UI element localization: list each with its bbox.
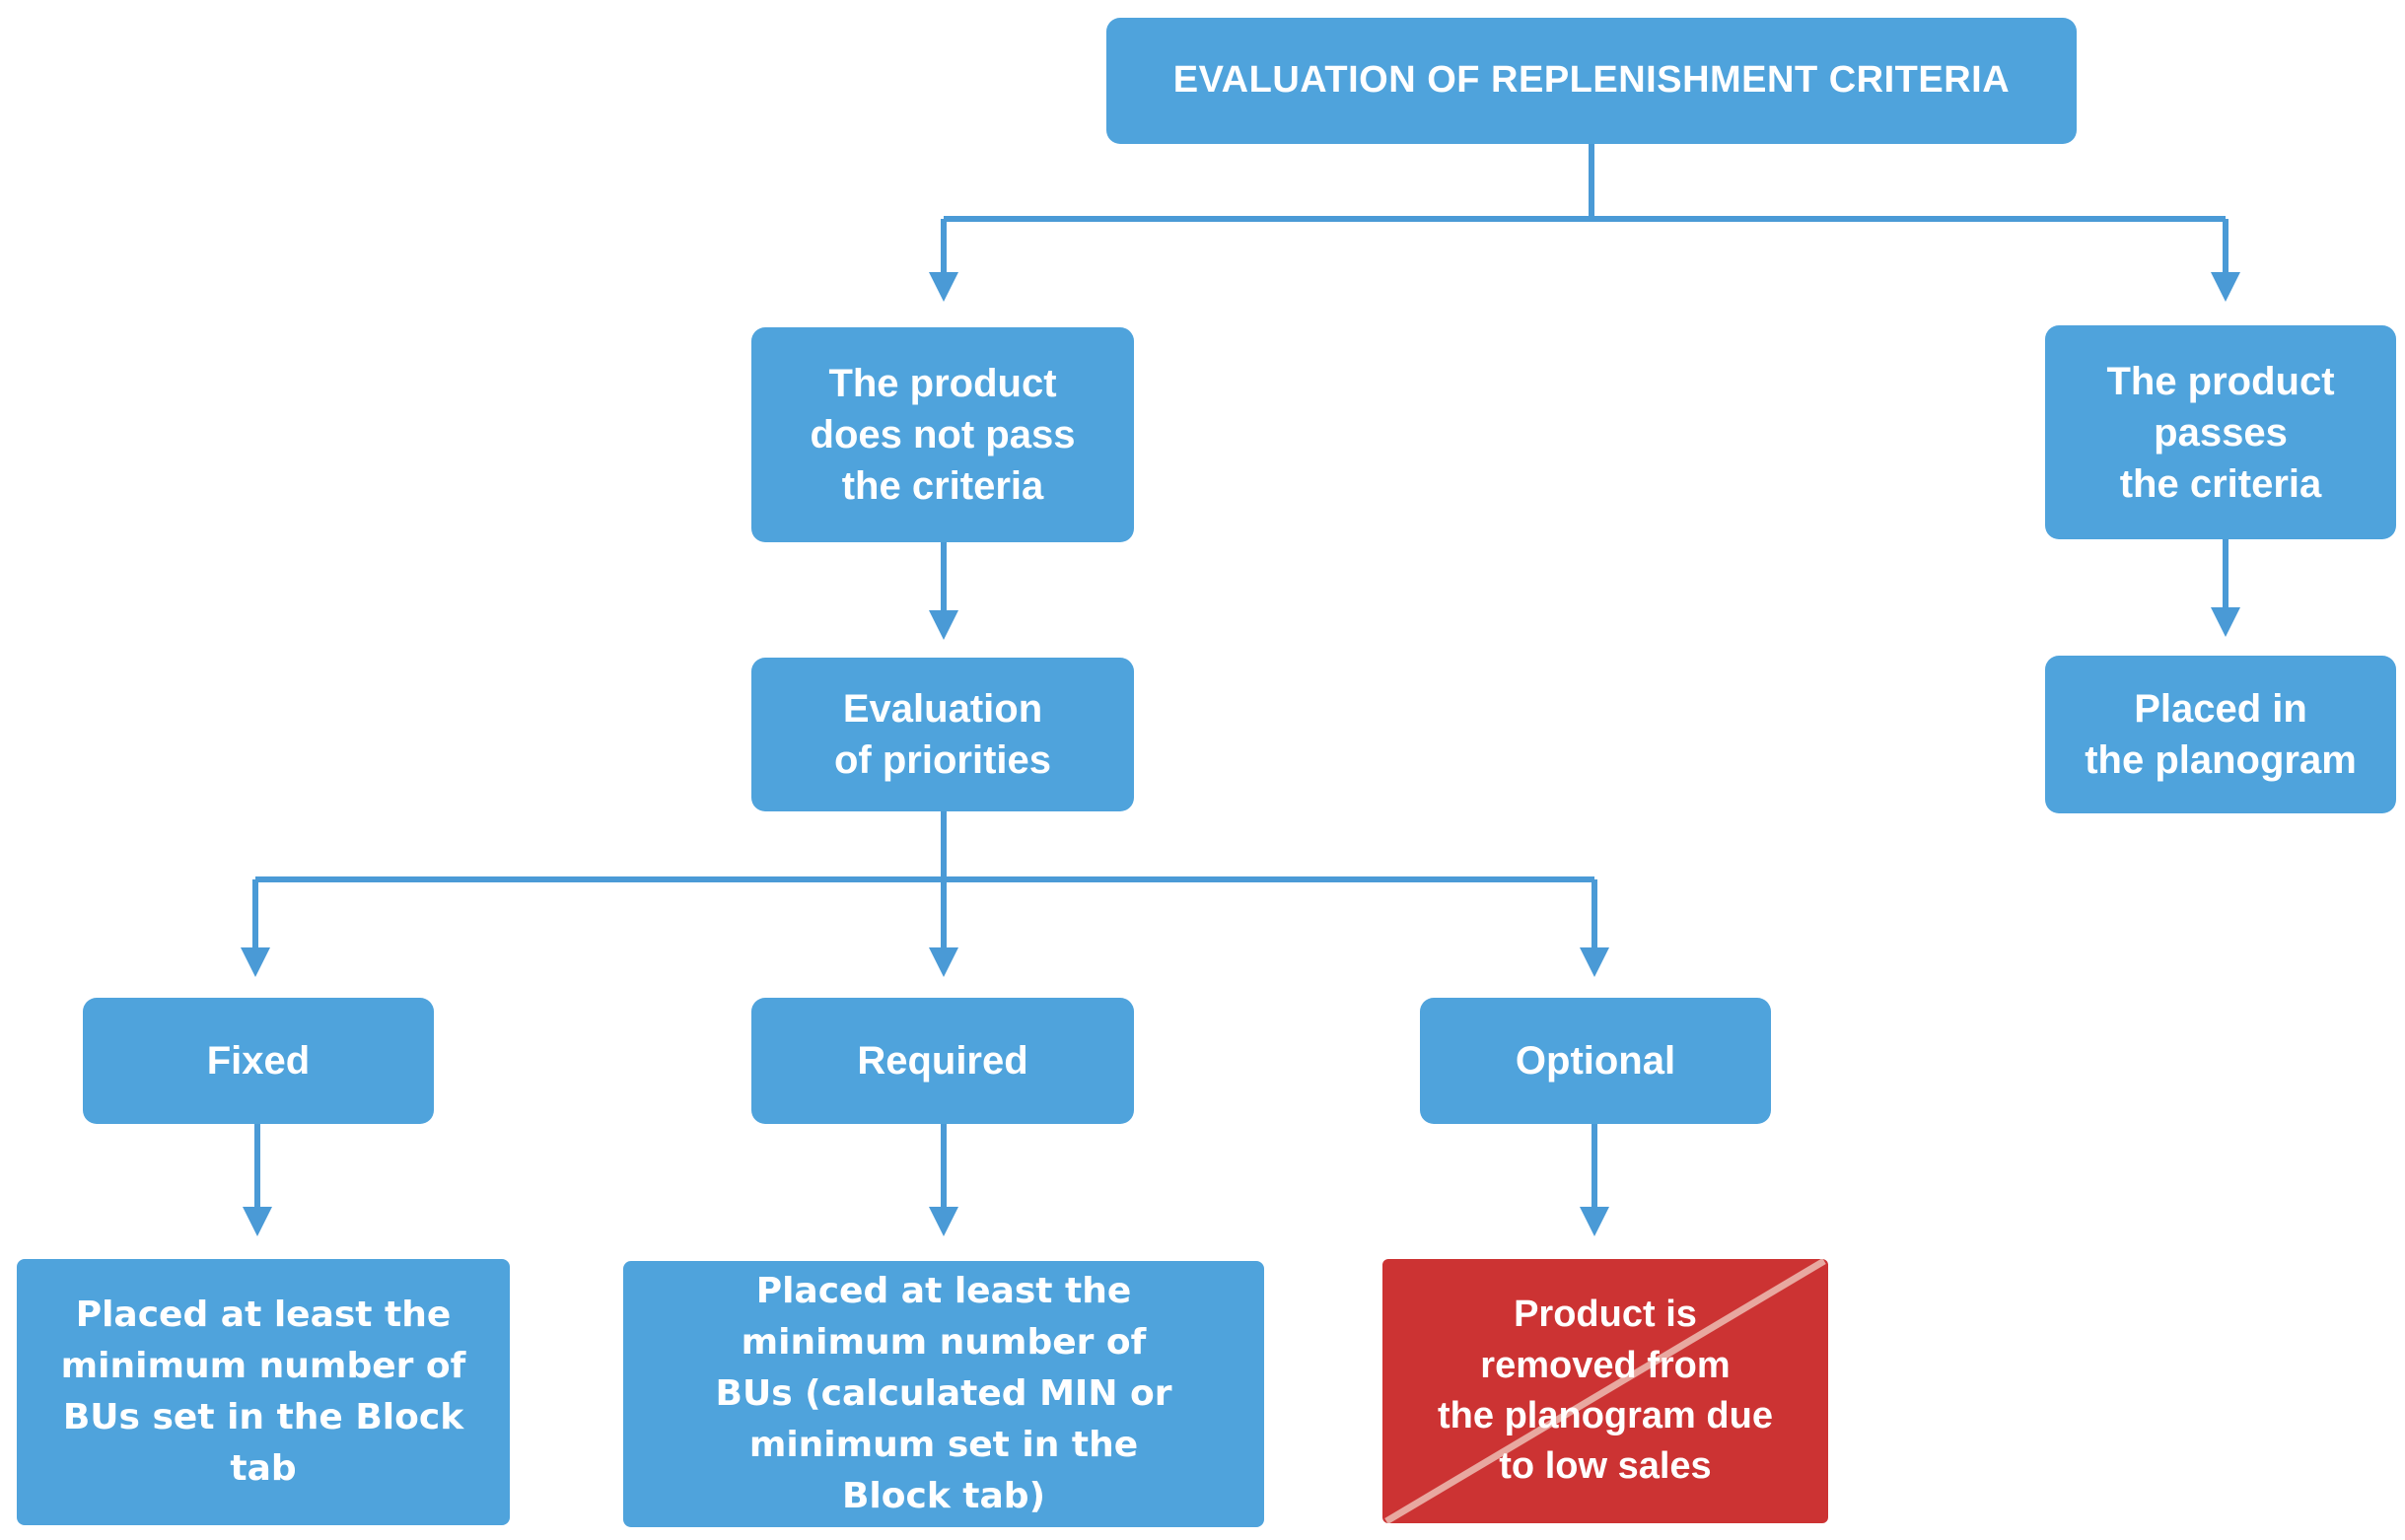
required-result-node: Placed at least the minimum number of BU… [623,1261,1264,1527]
placed-planogram-node: Placed in the planogram [2045,656,2396,813]
strikethrough-line [1384,1259,1826,1523]
optional-result-node: Product is removed from the planogram du… [1382,1259,1828,1523]
fixed-result-node: Placed at least the minimum number of BU… [17,1259,510,1525]
root-node: EVALUATION OF REPLENISHMENT CRITERIA [1106,18,2077,144]
passes-node: The product passes the criteria [2045,325,2396,539]
required-node: Required [751,998,1134,1124]
optional-node: Optional [1420,998,1771,1124]
not-pass-node: The product does not pass the criteria [751,327,1134,542]
optional-result-label: Product is removed from the planogram du… [1438,1294,1773,1488]
evaluation-priorities-node: Evaluation of priorities [751,658,1134,811]
fixed-node: Fixed [83,998,434,1124]
